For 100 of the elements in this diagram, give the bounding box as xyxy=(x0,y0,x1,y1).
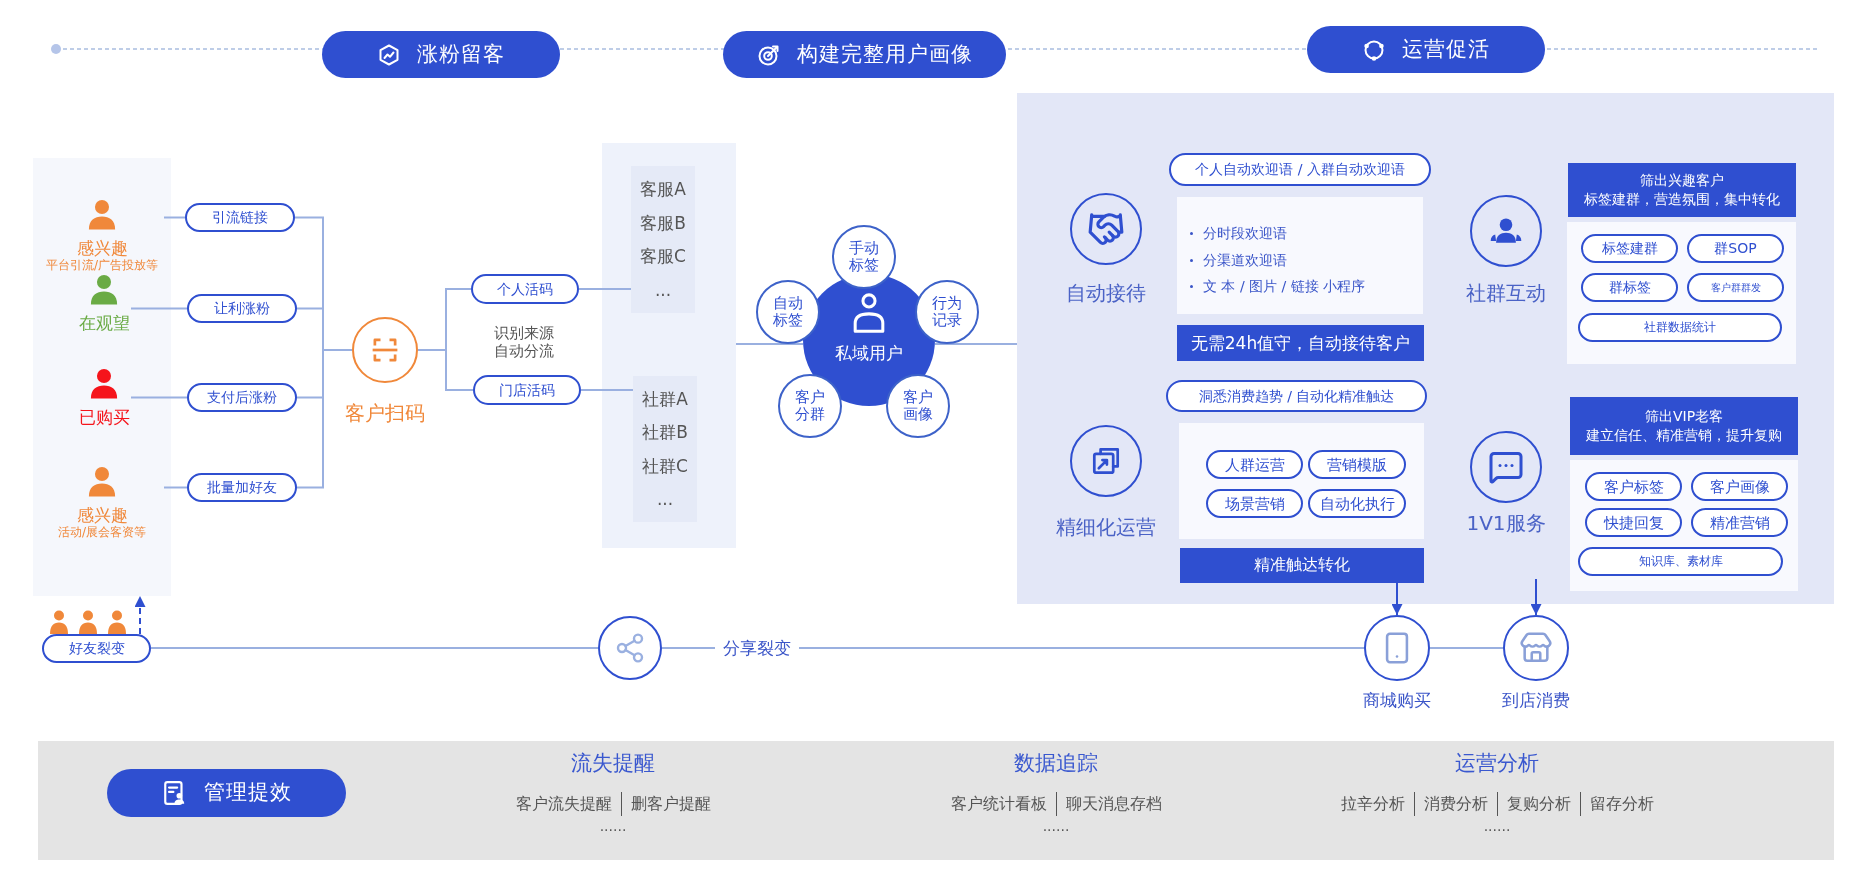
icon-caption: 客户扫码 xyxy=(345,401,425,425)
tag-pill: 让利涨粉 xyxy=(187,294,297,323)
feature-item: 复购分析 xyxy=(1496,792,1580,816)
content-card xyxy=(1567,222,1796,364)
connector-line xyxy=(1429,647,1504,649)
footer-band xyxy=(38,741,1834,860)
tag-pill: 知识库、素材库 xyxy=(1578,547,1783,576)
ellipsis: ...... xyxy=(1483,819,1511,833)
tag-pill: 批量加好友 xyxy=(187,473,297,502)
annotation-text: 识别来源自动分流 xyxy=(493,324,555,360)
source-note: 活动/展会客资等 xyxy=(57,525,146,540)
connector-line xyxy=(578,288,632,290)
icon-caption: 商城购买 xyxy=(1363,690,1431,711)
connector-line xyxy=(130,396,188,399)
tag-pill: 个人活码 xyxy=(471,274,579,304)
feature-item: 拉辛分析 xyxy=(1339,793,1406,815)
bullet-item: 分渠道欢迎语 xyxy=(1190,246,1423,273)
status-label: 在观望 xyxy=(78,313,130,333)
tag-bubble: 手动标签 xyxy=(832,225,896,289)
connector-line xyxy=(130,307,188,310)
list-item: ... xyxy=(654,279,672,302)
feature-item: 留存分析 xyxy=(1579,792,1663,816)
tag-pill: 标签建群 xyxy=(1581,234,1678,263)
source-note: 平台引流/广告投放等 xyxy=(45,258,158,273)
section-title: 构建完整用户画像 xyxy=(796,41,973,68)
arrow xyxy=(1530,578,1542,616)
banner-text: 标签建群，营造氛围，集中转化 xyxy=(1584,190,1780,209)
icon-caption: 自动接待 xyxy=(1066,281,1146,305)
connector-line xyxy=(163,216,186,219)
feature-item: 客户统计看板 xyxy=(949,793,1048,815)
tag-pill: 门店活码 xyxy=(473,375,581,405)
ellipsis: ...... xyxy=(599,819,627,833)
list-item: 客服A xyxy=(640,177,686,200)
background-panel xyxy=(602,143,736,548)
feature-item: 删客户提醒 xyxy=(620,792,720,816)
status-label: 感兴趣 xyxy=(76,505,128,525)
list-item: 客服C xyxy=(640,245,686,268)
list-item: 社群B xyxy=(642,421,688,444)
list-card xyxy=(631,166,695,313)
category-title: 运营分析 xyxy=(1455,750,1539,777)
feature-item: 聊天消息存档 xyxy=(1055,792,1171,816)
connector-line xyxy=(150,647,599,649)
bullet-item: 分时段欢迎语 xyxy=(1190,220,1423,247)
connector-line xyxy=(735,343,805,345)
category-title: 流失提醒 xyxy=(571,750,655,777)
list-item: 社群C xyxy=(642,454,688,477)
tag-bubble: 自动标签 xyxy=(756,280,820,344)
tag-pill: 洞悉消费趋势 / 自动化精准触达 xyxy=(1166,380,1427,412)
banner xyxy=(1570,397,1798,455)
section-pill xyxy=(107,769,346,817)
section-pill xyxy=(322,31,560,78)
section-title: 涨粉留客 xyxy=(417,41,505,68)
tag-pill: 自动化执行 xyxy=(1308,489,1406,518)
tag-pill: 人群运营 xyxy=(1206,450,1303,479)
feature-item: 客户流失提醒 xyxy=(514,793,613,815)
arrow xyxy=(1391,582,1403,616)
tag-pill: 社群数据统计 xyxy=(1578,313,1782,342)
list-item: ... xyxy=(656,488,674,511)
tag-pill: 营销模版 xyxy=(1308,450,1406,479)
banner: 无需24h值守，自动接待客户 xyxy=(1177,325,1424,361)
icon-caption: 到店消费 xyxy=(1502,690,1570,711)
tag-pill: 引流链接 xyxy=(185,203,295,232)
banner: 精准触达转化 xyxy=(1180,548,1424,583)
feature-item: 消费分析 xyxy=(1413,792,1497,816)
hub-label: 私域用户 xyxy=(835,342,903,364)
status-label: 已购买 xyxy=(78,407,130,427)
tag-pill: 群标签 xyxy=(1581,273,1678,302)
banner-title: 筛出兴趣客户 xyxy=(1640,171,1724,190)
content-card xyxy=(1570,460,1798,591)
connector-line xyxy=(296,349,353,489)
section-pill xyxy=(723,31,1006,78)
section-title: 管理提效 xyxy=(203,780,292,806)
tag-pill: 个人自动欢迎语 / 入群自动欢迎语 xyxy=(1169,153,1431,186)
section-title: 运营促活 xyxy=(1402,36,1490,63)
ellipsis: ...... xyxy=(1042,819,1070,833)
banner-text: 建立信任、精准营销，提升复购 xyxy=(1586,426,1782,445)
section-pill xyxy=(1307,26,1545,73)
connector-line xyxy=(933,343,1018,345)
bullet-item: 文 本 / 图片 / 链接 小程序 xyxy=(1190,273,1423,300)
tag-bubble: 客户分群 xyxy=(778,374,842,438)
tag-pill: 客户标签 xyxy=(1585,472,1682,501)
tag-bubble: 行为记录 xyxy=(915,280,979,344)
edge-label: 分享裂变 xyxy=(715,637,799,659)
banner-title: 筛出VIP老客 xyxy=(1644,407,1724,426)
tag-pill: 好友裂变 xyxy=(42,634,151,663)
list-card xyxy=(633,376,697,522)
tag-pill: 客户群群发 xyxy=(1687,273,1784,302)
tag-pill: 精准营销 xyxy=(1691,508,1788,537)
tag-pill: 客户画像 xyxy=(1691,472,1788,501)
connector-line xyxy=(580,389,634,391)
tag-pill: 群SOP xyxy=(1687,234,1784,263)
background-panel xyxy=(1017,93,1834,604)
icon-caption: 1V1服务 xyxy=(1466,511,1546,535)
list-item: 客服B xyxy=(640,211,686,234)
list-item: 社群A xyxy=(642,387,688,410)
banner xyxy=(1568,163,1796,217)
tag-pill: 场景营销 xyxy=(1206,489,1303,518)
content-card xyxy=(1177,197,1423,314)
tag-pill: 快捷回复 xyxy=(1585,508,1682,537)
tag-bubble: 客户画像 xyxy=(886,374,950,438)
